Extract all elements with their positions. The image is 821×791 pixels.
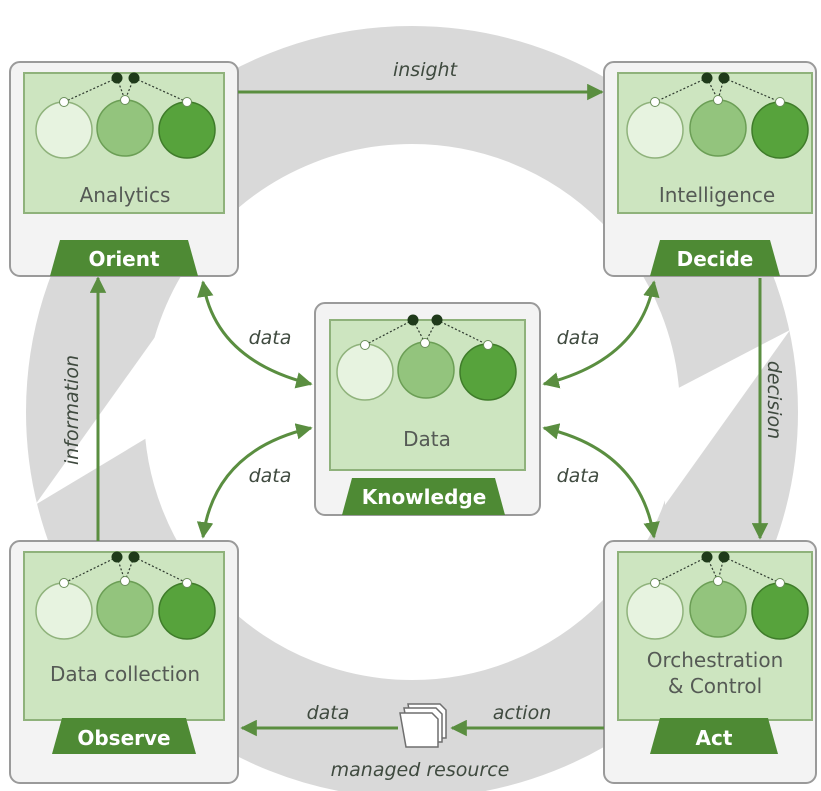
managed-resource-label: managed resource (331, 759, 510, 781)
data-out-label: data (307, 702, 350, 724)
circle-mid (96, 99, 154, 157)
circle-mid (96, 580, 154, 638)
circle-dark (158, 582, 216, 640)
dot (775, 97, 785, 107)
circle-light (336, 343, 394, 401)
dot (713, 576, 723, 586)
dot (59, 97, 69, 107)
tab (650, 240, 780, 276)
dot (420, 338, 430, 348)
dot (59, 578, 69, 588)
node-icon (336, 314, 517, 401)
act-data-label: data (557, 465, 600, 487)
circle-mid (397, 341, 455, 399)
node-decide: Intelligence Decide (603, 61, 817, 277)
circle-mid (689, 580, 747, 638)
dot (713, 95, 723, 105)
hub-dot (701, 72, 713, 84)
panel-label: Data (403, 427, 451, 451)
tab-label: Knowledge (362, 485, 487, 509)
tab-label: Observe (77, 726, 170, 750)
orient-knowledge-arrow (197, 280, 313, 389)
panel-label: Intelligence (659, 183, 775, 207)
hub-dot (701, 551, 713, 563)
circle-dark (751, 582, 809, 640)
link-lines (654, 556, 781, 584)
decide-knowledge-arrow (542, 280, 660, 389)
hub-dot (407, 314, 419, 326)
panel-label: Data collection (50, 662, 200, 686)
tab (50, 240, 198, 276)
page-front (399, 712, 439, 748)
observe-knowledge-arrow (196, 423, 313, 539)
panel-label-line2: & Control (668, 674, 762, 698)
arrows (89, 83, 769, 737)
link-lines (364, 319, 489, 346)
link-lines (654, 77, 781, 103)
node-act: Orchestration & Control Act (603, 540, 817, 784)
link-lines (63, 556, 188, 584)
observe-data-label: data (249, 465, 292, 487)
tab-label: Act (696, 726, 733, 750)
circle-dark (158, 101, 216, 159)
panel-label: Analytics (80, 183, 171, 207)
dot (650, 578, 660, 588)
node-icon (35, 551, 216, 640)
dot (360, 340, 370, 350)
dot (182, 97, 192, 107)
dot (650, 97, 660, 107)
insight-label: insight (393, 59, 459, 81)
hub-dot (128, 72, 140, 84)
circle-light (626, 101, 684, 159)
hub-dot (111, 551, 123, 563)
hub-dot (111, 72, 123, 84)
hub-dot (431, 314, 443, 326)
tab (52, 718, 196, 754)
dot (120, 576, 130, 586)
orient-data-label: data (249, 327, 292, 349)
node-icon (35, 72, 216, 159)
link-lines (63, 77, 188, 103)
hub-dot (718, 72, 730, 84)
decide-data-label: data (557, 327, 600, 349)
tab (650, 718, 778, 754)
dot (775, 578, 785, 588)
node-icon (626, 551, 809, 640)
act-knowledge-arrow (542, 423, 660, 539)
circle-mid (689, 99, 747, 157)
circle-light (35, 582, 93, 640)
node-icon (626, 72, 809, 159)
node-orient: Analytics Orient (9, 61, 239, 277)
hub-dot (128, 551, 140, 563)
circle-dark (459, 343, 517, 401)
tab-label: Decide (677, 247, 754, 271)
circle-light (35, 101, 93, 159)
dot (120, 95, 130, 105)
dot (483, 340, 493, 350)
action-label: action (493, 702, 551, 724)
circle-dark (751, 101, 809, 159)
circle-light (626, 582, 684, 640)
dot (182, 578, 192, 588)
panel-label-line1: Orchestration (647, 648, 784, 672)
document-stack-icon (399, 703, 447, 748)
decision-label: decision (763, 361, 785, 439)
information-label: information (61, 355, 83, 465)
tab (342, 478, 505, 515)
node-knowledge: Data Knowledge (314, 302, 541, 516)
node-observe: Data collection Observe (9, 540, 239, 784)
hub-dot (718, 551, 730, 563)
tab-label: Orient (88, 247, 160, 271)
